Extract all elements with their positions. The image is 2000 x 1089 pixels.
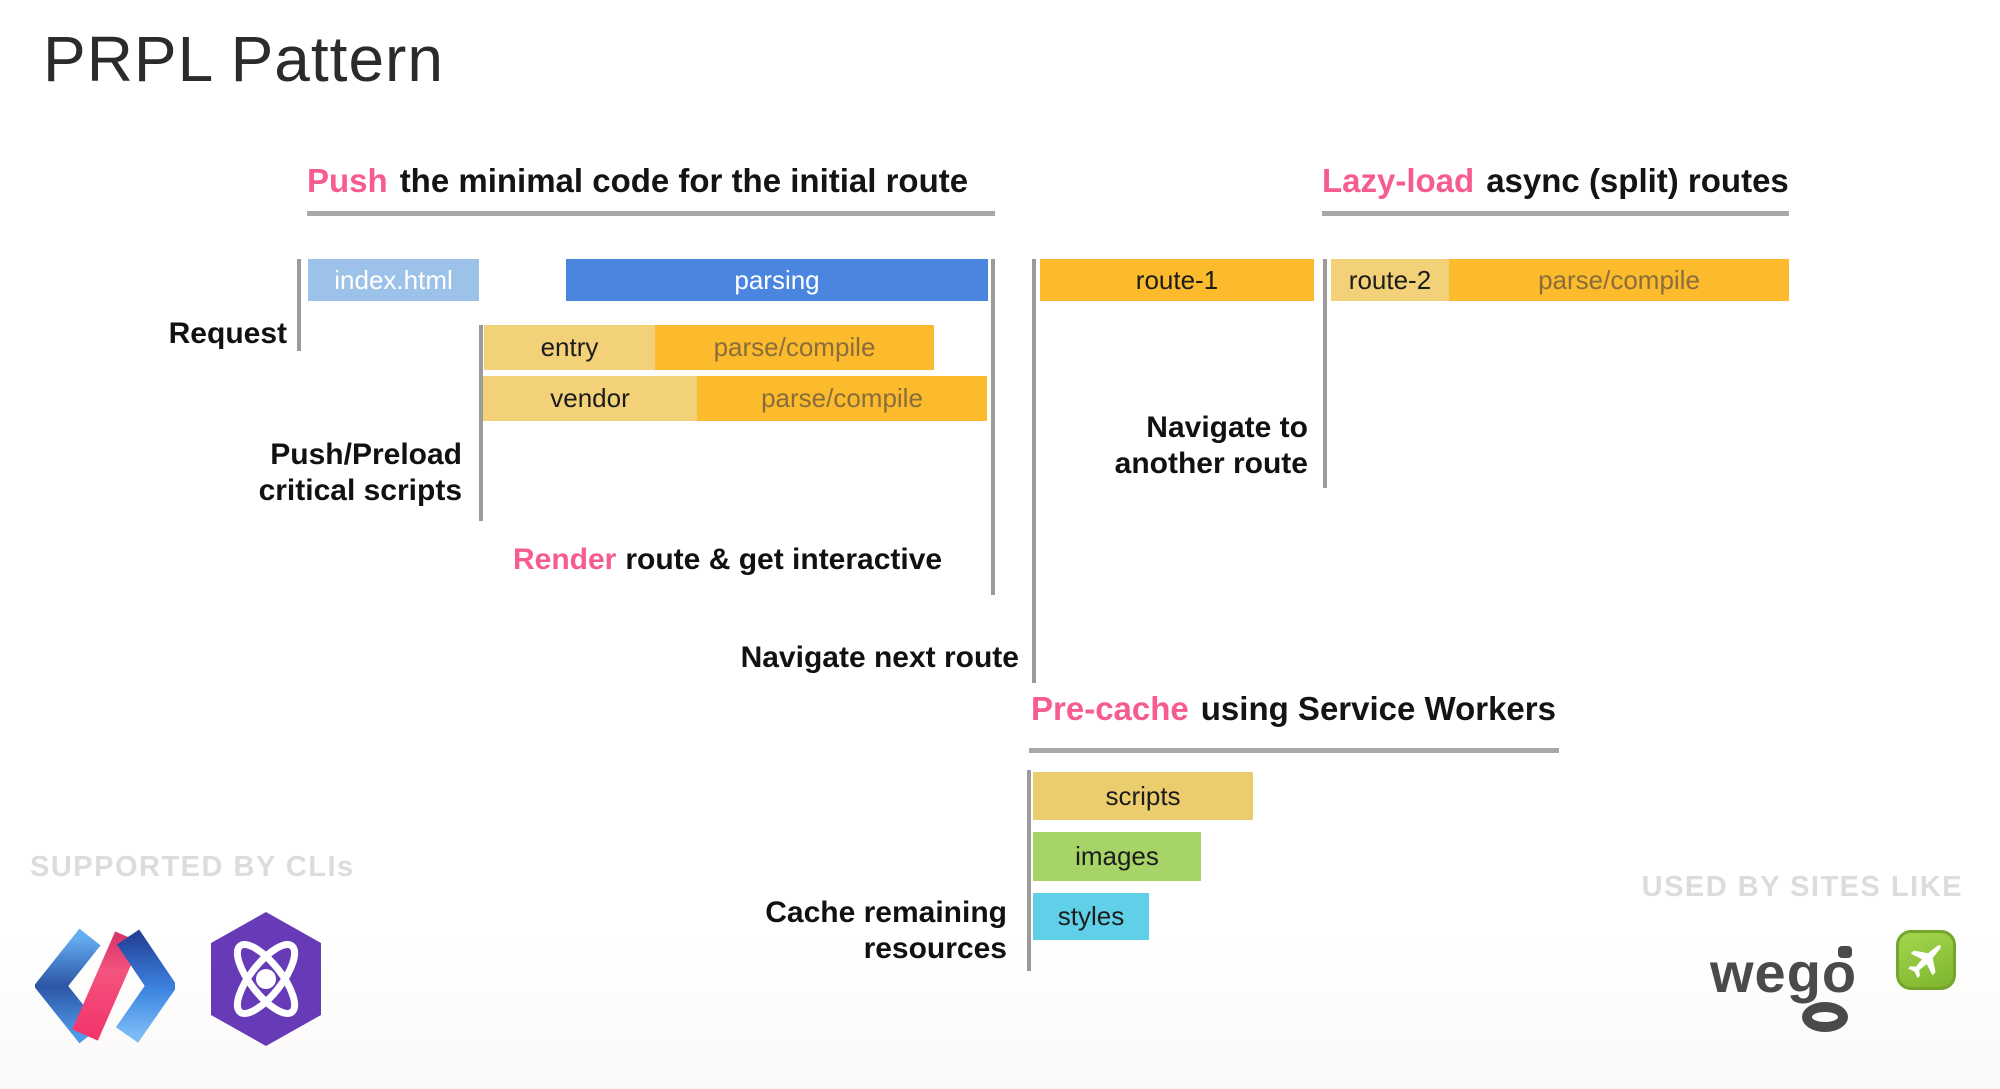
caption-supported-by-clis: SUPPORTED BY CLIs bbox=[30, 851, 355, 883]
heading-push-rest: the minimal code for the initial route bbox=[399, 162, 969, 199]
navigate-next-timeline-line bbox=[1032, 259, 1036, 683]
navigate-another-timeline-line bbox=[1323, 259, 1327, 488]
preact-logo-icon bbox=[211, 912, 321, 1046]
label-cache-remaining-line1: Cache remaining bbox=[765, 896, 1007, 929]
label-cache-remaining-line2: resources bbox=[863, 932, 1007, 965]
heading-pre-cache-rest: using Service Workers bbox=[1200, 690, 1556, 727]
heading-lazy-load-accent: Lazy-load bbox=[1322, 162, 1475, 199]
label-request: Request bbox=[168, 317, 287, 350]
label-cache-remaining: Cache remaining resources bbox=[720, 895, 1007, 967]
bar-route-1: route-1 bbox=[1040, 259, 1314, 301]
heading-lazy-load-underline bbox=[1322, 211, 1789, 216]
caption-used-by-sites-like: USED BY SITES LIKE bbox=[1641, 871, 1963, 903]
pre-cache-timeline-line bbox=[1027, 770, 1031, 971]
heading-lazy-load: Lazy-load async (split) routes bbox=[1322, 162, 1789, 200]
label-render-accent: Render bbox=[513, 543, 617, 576]
label-push-preload-line1: Push/Preload bbox=[270, 438, 462, 471]
heading-pre-cache: Pre-cache using Service Workers bbox=[1031, 690, 1556, 728]
heading-push-accent: Push bbox=[307, 162, 388, 199]
bar-route-2: route-2 bbox=[1331, 259, 1449, 301]
airplane-icon bbox=[1908, 945, 1941, 978]
bar-styles: styles bbox=[1033, 893, 1149, 940]
bar-index-html: index.html bbox=[308, 259, 479, 301]
wego-airplane-badge bbox=[1896, 930, 1956, 990]
bar-vendor: vendor bbox=[483, 376, 697, 421]
label-push-preload: Push/Preload critical scripts bbox=[212, 437, 462, 509]
label-push-preload-line2: critical scripts bbox=[258, 474, 462, 507]
label-navigate-another-line1: Navigate to bbox=[1146, 411, 1308, 444]
preact-logo bbox=[205, 910, 327, 1048]
label-navigate-another: Navigate to another route bbox=[1080, 410, 1308, 482]
bar-entry: entry bbox=[484, 325, 655, 370]
heading-push-underline bbox=[307, 211, 995, 216]
bar-vendor-parse-compile: parse/compile bbox=[697, 376, 987, 421]
bar-parsing: parsing bbox=[566, 259, 988, 301]
bar-scripts: scripts bbox=[1033, 772, 1253, 820]
label-navigate-next: Navigate next route bbox=[740, 641, 1019, 674]
wego-logo: wego bbox=[1700, 922, 1980, 1047]
label-navigate-another-line2: another route bbox=[1114, 447, 1308, 480]
heading-pre-cache-accent: Pre-cache bbox=[1031, 690, 1189, 727]
wego-descender-ring bbox=[1802, 1002, 1848, 1032]
label-render-rest: route & get interactive bbox=[625, 543, 943, 576]
polymer-logo bbox=[33, 926, 178, 1046]
wego-wordmark: wego bbox=[1710, 941, 1858, 1004]
push-preload-timeline-line bbox=[479, 325, 483, 521]
heading-push: Push the minimal code for the initial rou… bbox=[307, 162, 968, 200]
bar-images: images bbox=[1033, 832, 1201, 881]
page-title: PRPL Pattern bbox=[43, 23, 444, 95]
request-timeline-line bbox=[297, 259, 301, 351]
bar-entry-parse-compile: parse/compile bbox=[655, 325, 934, 370]
polymer-logo-icon bbox=[33, 928, 178, 1044]
bar-route-2-parse-compile: parse/compile bbox=[1449, 259, 1789, 301]
heading-lazy-load-rest: async (split) routes bbox=[1486, 162, 1789, 199]
heading-pre-cache-underline bbox=[1029, 748, 1559, 753]
wego-dot bbox=[1838, 946, 1852, 958]
render-timeline-line bbox=[991, 259, 995, 595]
